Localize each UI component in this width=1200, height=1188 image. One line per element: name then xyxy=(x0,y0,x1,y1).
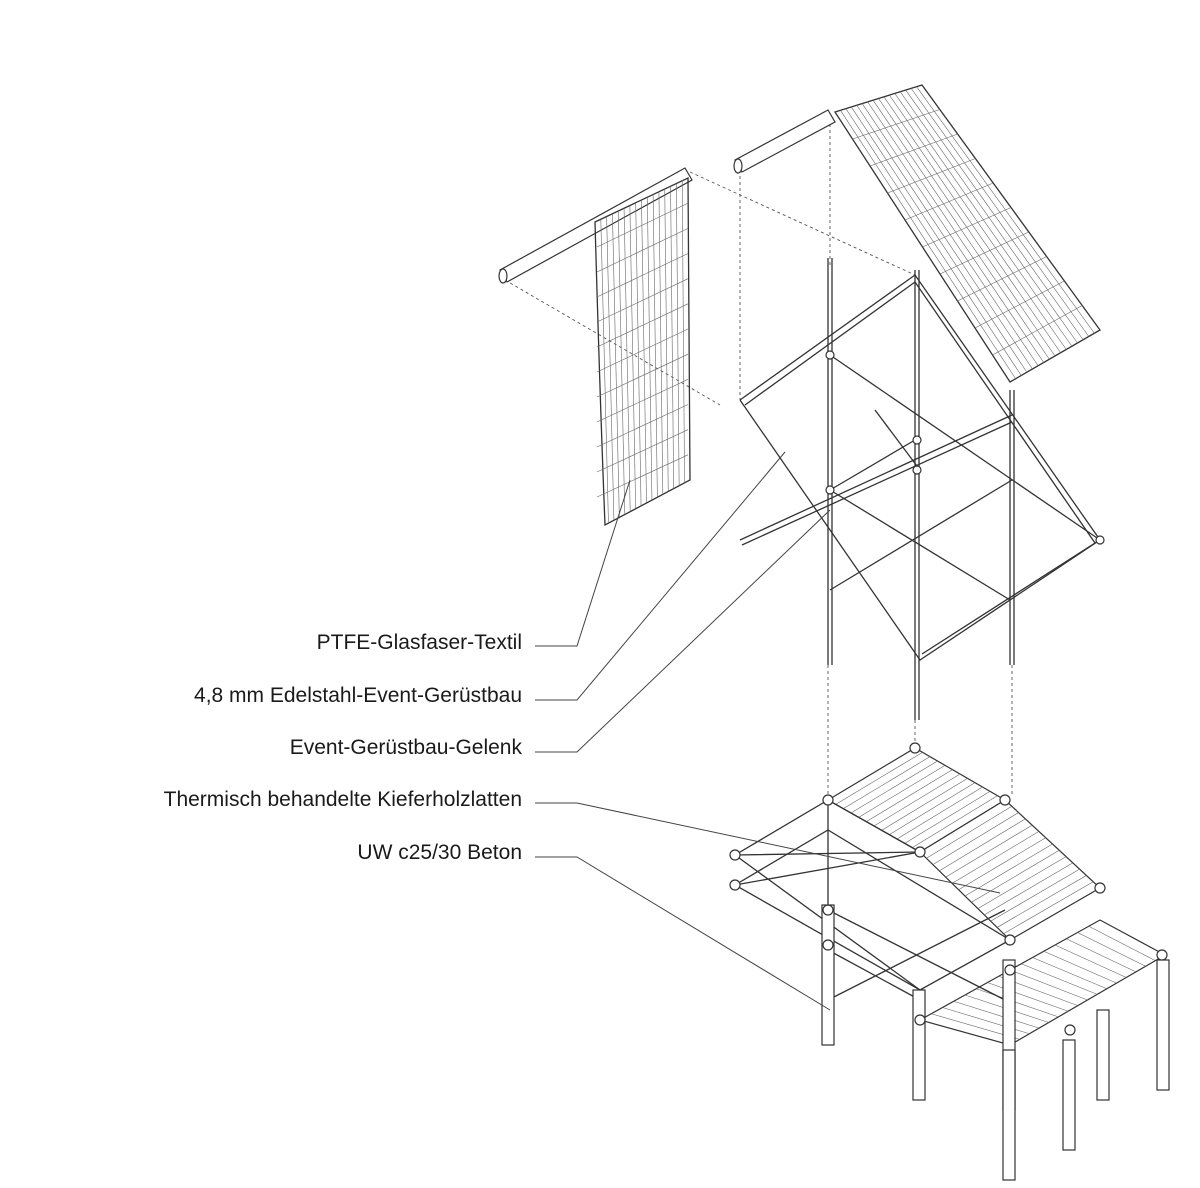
hatch-line xyxy=(881,778,968,831)
hatch-line xyxy=(926,806,1012,859)
hatch-line xyxy=(939,231,1029,275)
hatch-line xyxy=(977,856,1067,909)
left-textile-panel xyxy=(498,167,693,527)
roof-textile-panel xyxy=(733,84,1101,383)
hatch-line xyxy=(596,303,689,348)
hatch-line xyxy=(858,765,946,818)
hatch-line xyxy=(971,850,1060,903)
hatch-line xyxy=(1054,944,1127,978)
label-steel-scaffold: 4,8 mm Edelstahl-Event-Gerüstbau xyxy=(194,684,522,707)
hatch-line xyxy=(852,109,940,140)
hatch-line xyxy=(951,831,1040,884)
hatch-line xyxy=(869,133,958,167)
hatch-line xyxy=(1043,950,1117,984)
hatch-line xyxy=(896,786,983,840)
hatch-line xyxy=(835,752,923,805)
hatch-line xyxy=(974,280,1065,329)
hatch-line xyxy=(1077,932,1146,967)
hatch-line xyxy=(596,404,689,448)
hatch-line xyxy=(1066,938,1137,973)
hatch-line xyxy=(939,818,1026,872)
label-scaffold-joint: Event-Gerüstbau-Gelenk xyxy=(289,736,522,759)
timber-deck xyxy=(729,742,1170,1181)
hatch-line xyxy=(596,328,689,373)
hatch-line xyxy=(596,253,689,298)
hatch-line xyxy=(850,760,938,814)
hatch-line xyxy=(635,202,642,506)
hatch-line xyxy=(617,210,626,514)
label-ptfe-textile: PTFE-Glasfaser-Textil xyxy=(316,631,522,654)
hatch-line xyxy=(1003,881,1094,934)
scaffold-frame xyxy=(739,258,1105,720)
hatch-line xyxy=(958,837,1046,890)
label-concrete: UW c25/30 Beton xyxy=(357,841,522,864)
hatch-line xyxy=(600,219,609,523)
leader-lines xyxy=(535,451,1001,1011)
hatch-line xyxy=(904,791,991,844)
hatch-line xyxy=(866,769,953,822)
hatch-line xyxy=(1021,963,1098,995)
hatch-line xyxy=(887,158,976,194)
hatch-line xyxy=(606,216,615,520)
projection-lines xyxy=(504,118,1013,800)
hatch-line xyxy=(596,429,689,473)
hatch-line xyxy=(957,256,1047,302)
hatch-line xyxy=(596,454,689,498)
hatch-line xyxy=(1088,925,1156,961)
hatch-line xyxy=(612,213,620,517)
hatch-line xyxy=(843,756,931,809)
hatch-line xyxy=(596,379,689,423)
hatch-line xyxy=(647,197,653,500)
hatch-line xyxy=(932,812,1019,865)
hatch-line xyxy=(596,202,689,248)
hatch-line xyxy=(904,182,994,221)
hatch-line xyxy=(953,1000,1040,1029)
hatch-line xyxy=(984,862,1074,916)
hatch-line xyxy=(652,194,658,497)
hatch-line xyxy=(992,305,1083,356)
hatch-line xyxy=(658,191,664,495)
hatch-line xyxy=(596,228,689,273)
hatch-line xyxy=(873,773,961,827)
hatch-line xyxy=(596,278,689,323)
label-pine-slats: Thermisch behandelte Kieferholzlatten xyxy=(163,788,522,811)
hatch-line xyxy=(990,868,1080,922)
hatch-line xyxy=(596,353,689,398)
hatch-line xyxy=(1009,969,1088,1001)
hatch-line xyxy=(945,824,1033,878)
hatch-line xyxy=(996,875,1087,928)
hatch-line xyxy=(641,199,647,503)
hatch-line xyxy=(964,843,1053,897)
hatch-line xyxy=(912,795,998,848)
hatch-line xyxy=(922,207,1012,248)
hatch-line xyxy=(976,988,1059,1018)
hatch-line xyxy=(664,188,669,492)
hatch-line xyxy=(623,208,631,511)
hatch-line xyxy=(987,982,1069,1012)
hatch-line xyxy=(1032,957,1107,990)
hatch-line xyxy=(889,782,976,835)
hatch-line xyxy=(629,205,636,509)
